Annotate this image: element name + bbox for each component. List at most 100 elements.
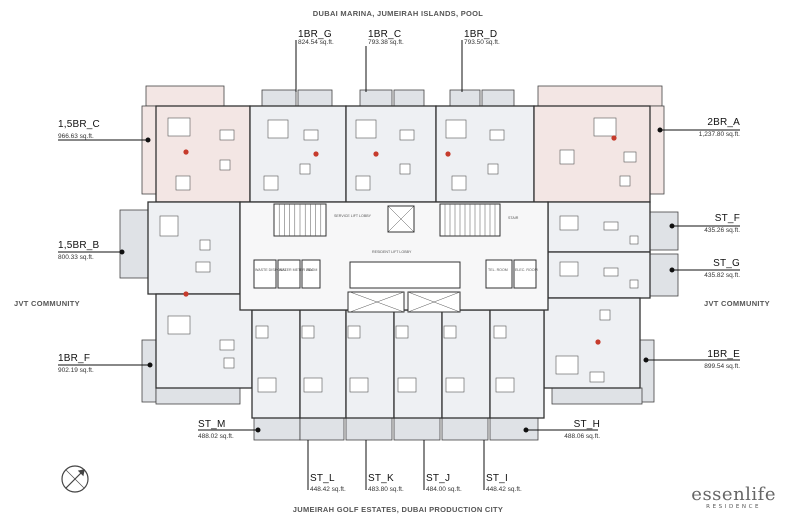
water-label: WATER METER ROOM (279, 268, 318, 272)
lift-cross-marks (349, 205, 461, 313)
waste-label: WASTE DISPOSAL (255, 268, 287, 272)
balcony-st-g (649, 253, 679, 297)
brand-logo: essenlife RESIDENCE (691, 484, 776, 510)
bathroom-fixture-3 (451, 175, 467, 191)
balconies (119, 85, 679, 441)
resident-lobby-label: RESIDENT LIFT LOBBY (372, 250, 412, 254)
table-8 (223, 357, 235, 369)
sofa-6 (603, 221, 619, 231)
stair-label: STAIR (508, 216, 519, 220)
balcony-15br-c (145, 85, 225, 107)
bed-7 (559, 261, 579, 277)
bathroom-fixture-8 (395, 325, 409, 339)
edge-bottom: JUMEIRAH GOLF ESTATES, DUBAI PRODUCTION … (292, 505, 504, 514)
bathroom-fixture-1 (263, 175, 279, 191)
table-4 (619, 175, 631, 187)
elec-label: ELEC. ROOM (515, 268, 538, 272)
brand-name: essenlife (691, 484, 776, 505)
bed-12 (349, 377, 369, 393)
elec-room (513, 259, 537, 289)
tel-room (485, 259, 513, 289)
balcony-15br-c-side (141, 105, 157, 195)
furniture (159, 117, 639, 393)
sofa-5 (195, 261, 211, 273)
column-markers (183, 135, 617, 345)
bathroom-fixture-2 (355, 175, 371, 191)
sofa-3 (489, 129, 505, 141)
bed-14 (445, 377, 465, 393)
bed-1 (267, 119, 289, 139)
waste-room (253, 259, 277, 289)
balcony-st-j (393, 417, 441, 441)
balcony-15br-b (119, 209, 149, 279)
bed-5 (159, 215, 179, 237)
balcony-st-f (649, 211, 679, 251)
stair-treads (278, 204, 496, 236)
balcony-st-l (299, 417, 345, 441)
resident-lifts (349, 261, 461, 289)
balcony-1br-g (261, 89, 297, 109)
leader-lines (58, 40, 740, 490)
compass-icon (61, 465, 89, 493)
bed-15 (495, 377, 515, 393)
edge-right: JVT COMMUNITY (704, 299, 770, 308)
bed-8 (167, 315, 191, 335)
balcony-st-m (253, 417, 301, 441)
balcony-1br-f (141, 339, 157, 403)
balcony-1br-g2 (297, 89, 333, 109)
jbu-label: JBU (306, 268, 313, 272)
sofa-2 (399, 129, 415, 141)
tel-label: TEL. ROOM (488, 268, 508, 272)
balcony-1br-c (359, 89, 393, 109)
balcony-1br-f-bot (155, 387, 241, 405)
bed-4 (593, 117, 617, 137)
bed-0 (167, 117, 191, 137)
brand-subtitle: RESIDENCE (706, 504, 762, 510)
sofa-8 (219, 339, 235, 351)
table-3 (487, 163, 499, 175)
table-5 (199, 239, 211, 251)
bed-10 (257, 377, 277, 393)
bed-13 (397, 377, 417, 393)
bathroom-fixture-0 (175, 175, 191, 191)
table-7 (629, 279, 639, 289)
edge-top: DUBAI MARINA, JUMEIRAH ISLANDS, POOL (312, 9, 484, 18)
water-room (277, 259, 301, 289)
sofa-4 (623, 151, 637, 163)
balcony-st-i (441, 417, 489, 441)
bed-3 (445, 119, 467, 139)
table-1 (299, 163, 311, 175)
unit-1br-f (155, 293, 253, 389)
table-2 (399, 163, 411, 175)
bathroom-fixture-4 (559, 149, 575, 165)
balcony-2br-a (537, 85, 663, 107)
bathroom-fixture-6 (301, 325, 315, 339)
balcony-st-h (489, 417, 539, 441)
jbu-room (301, 259, 321, 289)
bed-9 (555, 355, 579, 375)
sofa-0 (219, 129, 235, 141)
balcony-st-k (345, 417, 393, 441)
service-lobby-label: SERVICE LIFT LOBBY (334, 214, 372, 218)
bathroom-fixture-9 (443, 325, 457, 339)
sofa-7 (603, 267, 619, 277)
edge-left: JVT COMMUNITY (14, 299, 80, 308)
bathroom-fixture-10 (493, 325, 507, 339)
balcony-1br-d (449, 89, 481, 109)
bathroom-fixture-7 (347, 325, 361, 339)
